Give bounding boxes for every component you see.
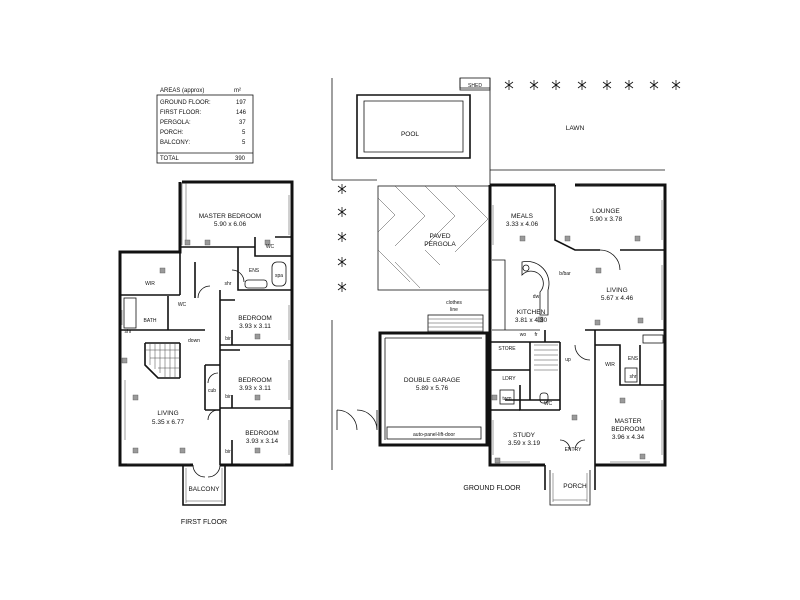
areas-row: GROUND FLOOR: 197 [160,100,247,106]
gf-pergola-label: PAVED [429,233,450,240]
ff-master-bedroom-label: MASTER BEDROOM [199,213,261,220]
gf-pergola-label: PERGOLA [424,241,456,248]
ff-bir-label: bir [225,394,231,400]
ff-bir-label: bir [225,336,231,342]
tree-row [504,80,681,90]
areas-row-value: 37 [239,120,246,126]
ff-wir-label: WIR [145,281,155,287]
gf-master-bedroom-dims: 3.96 x 4.34 [612,434,645,441]
ff-cub-label: cub [208,388,216,394]
areas-unit: m² [234,88,241,94]
gf-study-dims: 3.59 x 3.19 [508,440,541,447]
ground-floor-caption: GROUND FLOOR [463,485,520,492]
areas-row: PORCH: 5 [160,130,246,136]
ff-bedroom-2-label: BEDROOM [238,315,272,322]
gf-wo-label: wo [520,332,527,338]
areas-row-value: 5 [242,130,246,136]
areas-row-label: GROUND FLOOR: [160,100,211,106]
gf-master-bedroom-label: MASTER [614,418,641,425]
ground-floor-plan: SHED POOL LAWN PAVED PERGOLA [331,77,681,506]
ff-balcony-label: BALCONY [188,486,220,493]
ff-bedroom-4-label: BEDROOM [245,430,279,437]
areas-row-value: 5 [242,140,246,146]
ff-down-label: down [188,338,200,344]
gf-lounge-dims: 5.90 x 3.78 [590,216,623,223]
areas-row: FIRST FLOOR: 146 [160,110,247,116]
ff-living-dims: 5.35 x 6.77 [152,419,185,426]
areas-row-label: FIRST FLOOR: [160,110,202,116]
gf-meals-label: MEALS [511,213,534,220]
areas-row-label: PERGOLA: [160,120,191,126]
ff-bath-wc-label: WC [178,302,187,308]
ff-bath-label: BATH [144,318,157,324]
gf-living-dims: 5.67 x 4.46 [601,295,634,302]
gf-ens-label: ENS [628,356,639,362]
gf-shr-label: shr [630,374,637,380]
gf-wir-label: WIR [605,362,615,368]
gf-lounge-label: LOUNGE [592,208,620,215]
ff-living-label: LIVING [157,410,178,417]
ff-spa-label: spa [275,273,283,279]
ff-bedroom-4-dims: 3.93 x 3.14 [246,438,279,445]
areas-total-value: 390 [235,156,246,162]
gf-living-label: LIVING [606,287,627,294]
ff-ens-label: ENS [249,268,260,274]
gf-kitchen-dims: 3.81 x 4.30 [515,317,548,324]
gf-twm-label: twm [502,396,511,402]
areas-row-label: BALCONY: [160,140,190,146]
gf-clothes-line-label: line [450,307,458,313]
gf-entry-label: ENTRY [565,447,583,453]
gf-bbar-label: b/bar [559,271,571,277]
ff-bir-label: bir [225,449,231,455]
gf-kitchen-label: KITCHEN [517,309,546,316]
areas-row-label: PORCH: [160,130,184,136]
gf-master-bedroom-label-2: BEDROOM [611,426,645,433]
ff-bedroom-3-dims: 3.93 x 3.11 [239,385,271,392]
areas-row: PERGOLA: 37 [160,120,246,126]
gf-clothes-line-label: clothes [446,300,462,306]
tree-column [337,184,347,292]
gf-store-label: STORE [498,346,516,352]
gf-pool-label: POOL [401,131,419,138]
gf-up-label: up [565,357,571,363]
gf-meals-dims: 3.33 x 4.06 [506,221,539,228]
gf-lawn-label: LAWN [566,125,585,132]
areas-total-label: TOTAL [160,156,179,162]
areas-row: BALCONY: 5 [160,140,246,146]
first-floor-plan: MASTER BEDROOM 5.90 x 6.06 WC ENS spa sh… [118,180,294,526]
gf-study-label: STUDY [513,432,536,439]
ff-bath-shr-label: shr [125,329,132,335]
gf-fr-label: fr [534,332,537,338]
areas-title: AREAS (approx) [160,88,204,94]
first-floor-caption: FIRST FLOOR [181,519,227,526]
ff-wc-label: WC [266,244,275,250]
areas-table: AREAS (approx) m² GROUND FLOOR: 197 FIRS… [156,88,254,164]
gf-shed-label: SHED [468,83,482,89]
ff-bedroom-2-dims: 3.93 x 3.11 [239,323,271,330]
gf-garage-label: DOUBLE GARAGE [404,377,461,384]
gf-ldry-label: LDRY [502,376,516,382]
gf-dw-label: dw [533,294,540,300]
areas-row-value: 197 [236,100,247,106]
gf-wc-label: WC [544,401,553,407]
gf-porch-label: PORCH [563,483,587,490]
gf-garage-door-label: auto-panel-lift-door [413,432,455,438]
ff-bedroom-3-label: BEDROOM [238,377,272,384]
ff-shr-label: shr [225,281,232,287]
areas-total-row: TOTAL 390 [160,156,246,162]
areas-row-value: 146 [236,110,247,116]
ff-master-bedroom-dims: 5.90 x 6.06 [214,221,247,228]
gf-garage-dims: 5.89 x 5.76 [416,385,449,392]
